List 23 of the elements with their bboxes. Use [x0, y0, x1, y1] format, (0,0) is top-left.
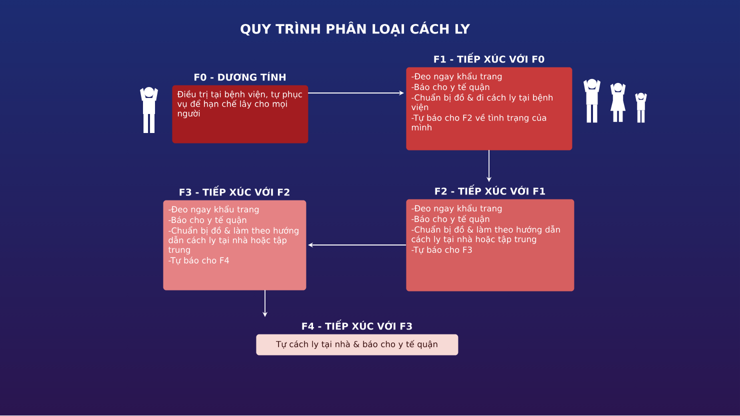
node-label: -Chuẩn bị đồ & làm theo hướng dẫn cách ly tại nhà hoặc tập trung [412, 225, 560, 244]
node-label: -Chuẩn bị đồ & đi cách ly tại bệnh viện [411, 93, 553, 112]
node-label: -Đeo ngay khẩu trang [412, 72, 502, 82]
node-label: -Tự báo cho F4 [168, 256, 229, 265]
node-label: -Đeo ngay khẩu trang [412, 204, 502, 214]
node-label: -Tự báo cho F2 về tình trạng của mình [412, 114, 546, 130]
step-heading: F4 - TIẾP XÚC VỚI F3 [302, 320, 412, 330]
step-heading: F2 - TIẾP XÚC VỚI F1 [435, 184, 546, 195]
step-box: -Đeo ngay khẩu trang -Báo cho y tế quận -Chuẩn bị đồ & đi cách ly tại bệnh viện -Tự báo cho F2 về tình trạng của mình [406, 67, 572, 150]
step-box: -Đeo ngay khẩu trang -Báo cho y tế quận -Chuẩn bị đồ & làm theo hướng dẫn cách ly tại nhà hoặc tập trung -Tự báo cho F3 [406, 199, 574, 292]
node-label: -Báo cho y tế quận [168, 216, 246, 225]
step-box: -Đeo ngay khẩu trang -Báo cho y tế quận -Chuẩn bị đồ & làm theo hướng dẫn cách ly tại nhà hoặc tập trung -Tự báo cho F4 [163, 200, 306, 290]
step-heading: F3 - TIẾP XÚC VỚI F2 [180, 186, 290, 196]
title: QUY TRÌNH PHÂN LOẠI CÁCH LY [240, 22, 470, 36]
step-box: Tự cách ly tại nhà & báo cho y tế quận [256, 334, 458, 356]
node-label: -Đeo ngay khẩu trang [168, 205, 259, 214]
node-label: -Báo cho y tế quận [412, 82, 490, 92]
step-box: Điều trị tại bệnh viện, tự phục vụ để hạn chế lây cho mọi người [172, 85, 308, 144]
step-heading: F0 - DƯƠNG TÍNH [194, 72, 286, 81]
step-heading: F1 - TIẾP XÚC VỚI F0 [434, 52, 544, 63]
node-label: -Báo cho y tế quận [412, 214, 490, 224]
node-label: -Chuẩn bị đồ & làm theo hướng dẫn cách ly tại nhà hoặc tập trung [168, 226, 298, 254]
node-label: -Tự báo cho F3 [412, 246, 472, 254]
